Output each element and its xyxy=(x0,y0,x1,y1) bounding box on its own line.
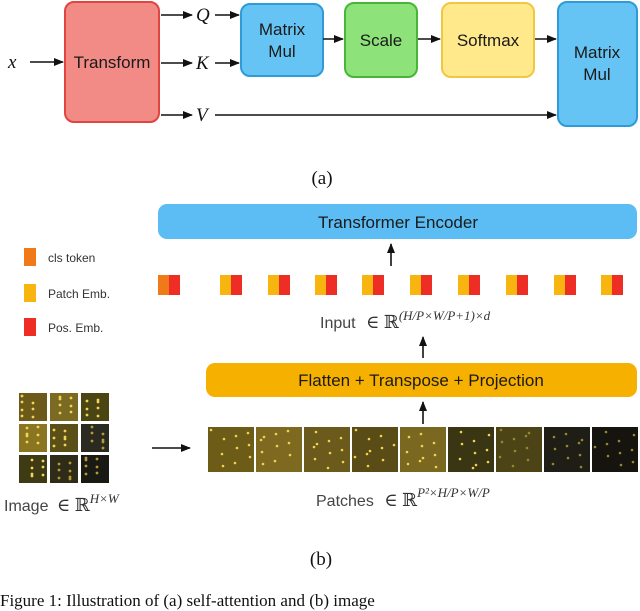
token-pair-7 xyxy=(506,275,528,295)
matrix-mul-box-1 xyxy=(240,3,324,77)
token-pair-2 xyxy=(268,275,290,295)
image-cell xyxy=(50,393,78,421)
transform-box xyxy=(64,1,160,123)
token-pair-6 xyxy=(458,275,480,295)
transformer-encoder-box xyxy=(158,204,637,239)
patches-formula: Patches ∈ ℝP²×H/P×W/P xyxy=(316,485,490,510)
matrix-mul-2-line2: Mul xyxy=(583,65,610,84)
vision-transformer-diagram: Transformer Encoder cls token Patch Emb.… xyxy=(4,204,638,570)
patch-embedding xyxy=(220,275,231,295)
patch-6 xyxy=(448,427,494,472)
position-embedding xyxy=(169,275,180,295)
input-elem: ∈ ℝ xyxy=(366,312,400,332)
patch-7 xyxy=(496,427,542,472)
position-embedding xyxy=(373,275,384,295)
input-x-label: x xyxy=(7,52,17,73)
transform-label: Transform xyxy=(74,53,151,72)
image-superscript: H×W xyxy=(89,491,120,506)
position-embedding xyxy=(421,275,432,295)
legend-swatch-cls xyxy=(24,248,36,266)
figure-caption: Figure 1: Illustration of (a) self-atten… xyxy=(0,591,375,610)
patch-1 xyxy=(208,427,254,472)
legend: cls token Patch Emb. Pos. Emb. xyxy=(24,248,110,336)
image-cell xyxy=(19,424,47,452)
self-attention-diagram: x Transform Q K V Matrix Mul Scale Softm… xyxy=(7,1,638,189)
softmax-label: Softmax xyxy=(457,31,520,50)
k-label: K xyxy=(195,53,210,74)
image-cell xyxy=(81,393,109,421)
token-pair-9 xyxy=(601,275,623,295)
patches-elem: ∈ ℝ xyxy=(384,490,418,510)
flatten-label: Flatten + Transpose + Projection xyxy=(298,371,544,390)
position-embedding xyxy=(612,275,623,295)
position-embedding xyxy=(469,275,480,295)
input-label: Input xyxy=(320,315,356,332)
position-embedding xyxy=(279,275,290,295)
matrix-mul-1-line1: Matrix xyxy=(259,20,306,39)
image-formula: Image ∈ ℝH×W xyxy=(4,491,120,515)
token-sequence xyxy=(158,275,623,295)
image-elem: ∈ ℝ xyxy=(57,495,91,515)
image-cell xyxy=(50,455,78,483)
patch-embedding xyxy=(601,275,612,295)
input-formula: Input ∈ ℝ(H/P×W/P+1)×d xyxy=(320,308,491,332)
patch-embedding xyxy=(268,275,279,295)
patch-embedding xyxy=(362,275,373,295)
image-label: Image xyxy=(4,498,49,515)
cls-token xyxy=(158,275,169,295)
softmax-box xyxy=(441,2,535,78)
patch-embedding xyxy=(506,275,517,295)
image-cell xyxy=(81,455,109,483)
image-cell xyxy=(19,455,47,483)
q-label: Q xyxy=(196,5,210,26)
flatten-box xyxy=(206,363,637,397)
caption-b: (b) xyxy=(310,549,332,570)
v-label: V xyxy=(196,105,210,126)
patch-embedding xyxy=(410,275,421,295)
scale-label: Scale xyxy=(360,31,403,50)
patches-label: Patches xyxy=(316,493,374,510)
matrix-mul-box-2 xyxy=(557,1,638,127)
image-cell xyxy=(50,424,78,452)
patch-5 xyxy=(400,427,446,472)
patch-2 xyxy=(256,427,302,472)
patch-3 xyxy=(304,427,350,472)
matrix-mul-1-line2: Mul xyxy=(268,42,295,61)
patches-superscript: P²×H/P×W/P xyxy=(416,485,490,500)
token-pair-8 xyxy=(554,275,576,295)
image-cell xyxy=(81,424,109,452)
token-pair-5 xyxy=(410,275,432,295)
transformer-encoder-label: Transformer Encoder xyxy=(318,213,478,232)
patch-embedding xyxy=(554,275,565,295)
position-embedding xyxy=(231,275,242,295)
patch-9 xyxy=(592,427,638,472)
token-pair-1 xyxy=(220,275,242,295)
legend-swatch-pos xyxy=(24,318,36,336)
image-cell xyxy=(19,393,47,421)
patch-strip xyxy=(208,427,638,472)
scale-box xyxy=(344,2,418,78)
legend-swatch-patch xyxy=(24,284,36,302)
patch-embedding xyxy=(458,275,469,295)
image-grid xyxy=(19,393,109,483)
patch-8 xyxy=(544,427,590,472)
position-embedding xyxy=(565,275,576,295)
patch-4 xyxy=(352,427,398,472)
token-pair-cls xyxy=(158,275,180,295)
caption-a: (a) xyxy=(311,168,332,189)
legend-label-patch: Patch Emb. xyxy=(48,287,110,301)
position-embedding xyxy=(517,275,528,295)
patch-embedding xyxy=(315,275,326,295)
legend-label-pos: Pos. Emb. xyxy=(48,321,103,335)
token-pair-4 xyxy=(362,275,384,295)
token-pair-3 xyxy=(315,275,337,295)
matrix-mul-2-line1: Matrix xyxy=(574,43,621,62)
position-embedding xyxy=(326,275,337,295)
input-superscript: (H/P×W/P+1)×d xyxy=(399,308,491,323)
legend-label-cls: cls token xyxy=(48,251,95,265)
